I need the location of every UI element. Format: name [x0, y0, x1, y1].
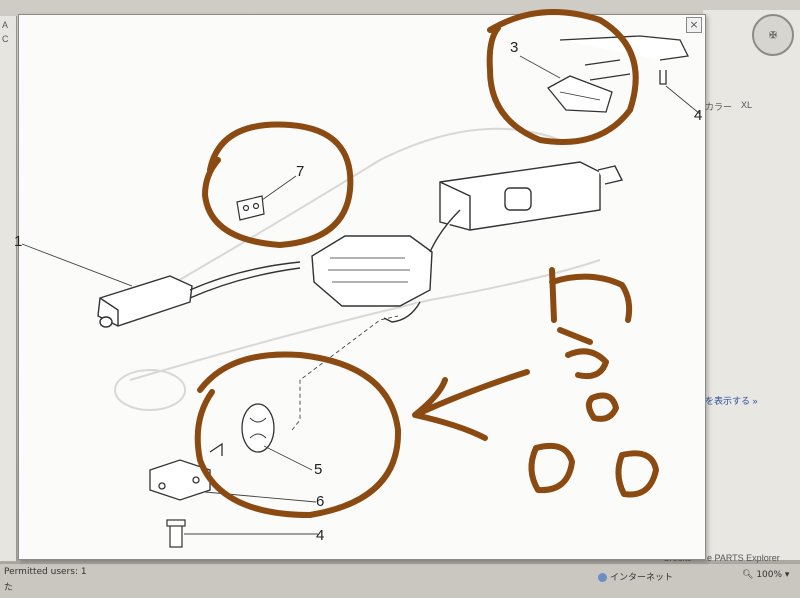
- rear-bracket-part-3: [547, 35, 689, 113]
- callout-4-upper: 4: [694, 107, 702, 124]
- center-muffler: [311, 235, 433, 323]
- logo-glyph: ✠: [769, 29, 777, 40]
- callout-4-lower: 4: [316, 527, 324, 544]
- zoom-level: 100%: [756, 570, 783, 580]
- callout-labels: 1 3 4 7 5 6 4: [14, 39, 702, 544]
- circle-around-part-3: [486, 9, 639, 145]
- rear-silencer: [429, 161, 624, 253]
- globe-icon: [598, 573, 607, 582]
- callout-1: 1: [14, 233, 22, 250]
- handwritten-mark-o-right: [615, 450, 659, 498]
- popup-close-button[interactable]: ×: [686, 17, 702, 33]
- callout-5: 5: [314, 461, 322, 478]
- right-panel-show-link[interactable]: を表示する »: [705, 396, 758, 406]
- circle-around-part-5: [194, 351, 402, 518]
- zoom-control[interactable]: 🔍︎ 100% ▾: [742, 570, 790, 580]
- status-permitted-users: Permitted users: 1: [4, 567, 87, 577]
- handwritten-mark-small-o: [586, 392, 619, 422]
- handwritten-annotations: [194, 9, 659, 518]
- browser-status-bar: Permitted users: 1 た インターネット 🔍︎ 100% ▾: [0, 563, 800, 598]
- status-corner-text: た: [4, 583, 14, 593]
- status-zone-label: インターネット: [610, 573, 674, 583]
- rubber-mount-part-7: [236, 195, 265, 221]
- callout-7: 7: [296, 163, 304, 180]
- zoom-magnifier-icon: 🔍︎: [742, 570, 754, 580]
- callout-6: 6: [316, 493, 324, 510]
- footer-parts-explorer: e PARTS Explorer: [707, 553, 780, 563]
- callout-3: 3: [510, 39, 518, 56]
- brand-logo: ✠: [752, 14, 794, 56]
- bolt-part-4-lower: [166, 519, 186, 548]
- sidebar-fragment-a: A: [2, 20, 9, 30]
- right-panel-edge: カラー XL を表示する » Credits e PARTS Explorer: [663, 10, 800, 563]
- status-internet-zone: インターネット: [598, 570, 673, 583]
- front-pipe-part-1: [97, 261, 301, 328]
- rubber-ring-part-5: [241, 403, 275, 453]
- handwritten-mark-o-left: [528, 442, 575, 494]
- handwritten-mark-ra: [557, 327, 609, 380]
- handwritten-mark-ku: [549, 267, 633, 323]
- left-sidebar-edge: A C: [0, 16, 17, 561]
- mounting-bracket-part-6: [149, 442, 223, 501]
- right-panel-color-label: カラー: [705, 102, 733, 112]
- sidebar-fragment-c: C: [2, 34, 9, 44]
- circle-around-part-7: [202, 121, 354, 248]
- arrow-pointing-left: [412, 369, 530, 441]
- right-panel-size-label: XL: [741, 100, 753, 110]
